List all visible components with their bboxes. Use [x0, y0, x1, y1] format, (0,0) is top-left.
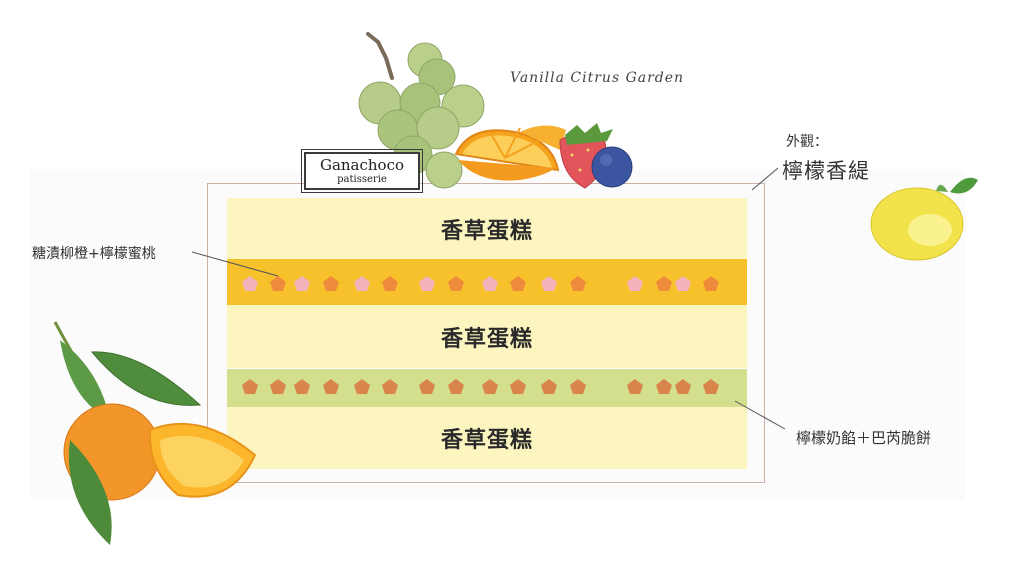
biscuit-piece — [354, 379, 370, 394]
lemon-cream-callout: 檸檬奶餡＋巴芮脆餅 — [796, 429, 932, 447]
exterior-label: 外觀： — [786, 134, 828, 150]
tangerine-illustration — [53, 321, 257, 545]
leader-line-exterior — [751, 167, 779, 191]
brand-logo: Ganachoco patisserie — [301, 149, 423, 193]
lemon-illustration — [870, 177, 978, 261]
sponge-layer-top: 香草蛋糕 — [227, 198, 747, 259]
sponge-layer-middle-label: 香草蛋糕 — [440, 326, 533, 352]
citrus-peach-pieces — [242, 276, 719, 291]
cake-script-title: Vanilla Citrus Garden — [510, 70, 685, 86]
sponge-layer-top-label: 香草蛋糕 — [440, 218, 533, 244]
biscuit-piece — [270, 379, 286, 394]
biscuit-piece — [482, 379, 498, 394]
biscuit-piece — [510, 379, 526, 394]
leader-line-right — [734, 400, 786, 430]
orange-piece — [570, 276, 586, 291]
biscuit-piece — [656, 379, 672, 394]
cake-outline — [207, 183, 765, 483]
sponge-layer-middle: 香草蛋糕 — [227, 305, 747, 368]
biscuit-piece — [541, 379, 557, 394]
orange-piece — [703, 276, 719, 291]
brand-name: Ganachoco — [319, 156, 405, 174]
biscuit-pieces — [242, 379, 719, 394]
orange-piece — [382, 276, 398, 291]
peach-piece — [482, 276, 498, 291]
biscuit-piece — [627, 379, 643, 394]
peach-piece — [419, 276, 435, 291]
orange-slices-illustration — [454, 125, 566, 181]
orange-piece — [323, 276, 339, 291]
orange-piece — [510, 276, 526, 291]
biscuit-piece — [242, 379, 258, 394]
orange-piece — [656, 276, 672, 291]
sponge-layer-bottom-label: 香草蛋糕 — [440, 428, 533, 453]
biscuit-piece — [675, 379, 691, 394]
peach-piece — [294, 276, 310, 291]
peach-piece — [675, 276, 691, 291]
brand-subtitle: patisserie — [337, 174, 387, 185]
exterior-value: 檸檬香緹 — [782, 159, 870, 183]
citrus-peach-callout: 糖漬柳橙+檸檬蜜桃 — [32, 246, 156, 262]
biscuit-piece — [294, 379, 310, 394]
peach-piece — [541, 276, 557, 291]
peach-piece — [627, 276, 643, 291]
peach-piece — [354, 276, 370, 291]
biscuit-piece — [323, 379, 339, 394]
grapes-illustration — [358, 32, 485, 189]
biscuit-piece — [570, 379, 586, 394]
biscuit-piece — [448, 379, 464, 394]
orange-piece — [448, 276, 464, 291]
leader-line-left — [191, 251, 279, 277]
blueberry-illustration — [591, 146, 633, 188]
biscuit-piece — [419, 379, 435, 394]
biscuit-piece — [703, 379, 719, 394]
sponge-layer-bottom: 香草蛋糕 — [227, 407, 747, 469]
peach-piece — [242, 276, 258, 291]
orange-piece — [270, 276, 286, 291]
biscuit-piece — [382, 379, 398, 394]
